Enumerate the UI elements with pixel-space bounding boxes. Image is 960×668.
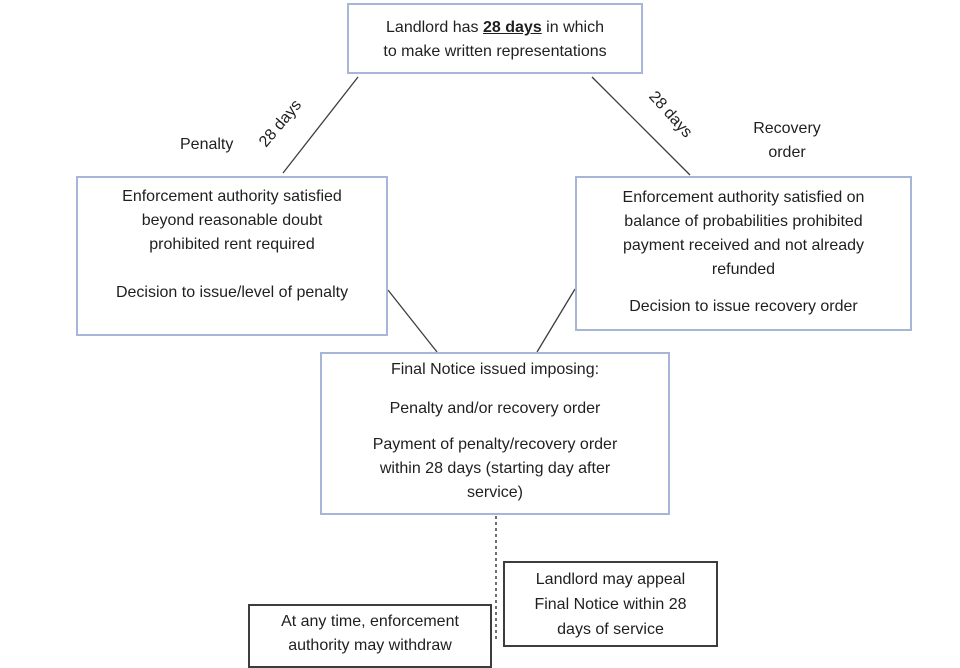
written-representations-box: Landlord has 28 days in which to make wr… bbox=[347, 3, 643, 74]
payment-terms-line: within 28 days (starting day after bbox=[379, 460, 611, 477]
final-notice-box: Final Notice issued imposing: Penalty an… bbox=[320, 352, 670, 515]
appeal-line: days of service bbox=[557, 621, 664, 638]
appeal-line: Final Notice within 28 bbox=[534, 596, 687, 613]
recovery-criteria-line: balance of probabilities prohibited bbox=[624, 213, 863, 230]
connector-penalty-to-final-line bbox=[387, 289, 438, 353]
final-notice-heading: Final Notice issued imposing: bbox=[390, 361, 600, 378]
authority-withdraw-box: At any time, enforcement authority may w… bbox=[248, 604, 492, 668]
penalty-criteria-line: prohibited rent required bbox=[149, 236, 315, 253]
representations-text-before: Landlord has bbox=[386, 19, 483, 36]
final-notice-payment-terms: Payment of penalty/recovery order within… bbox=[322, 433, 668, 505]
penalty-decision-outcome: Decision to issue/level of penalty bbox=[78, 281, 386, 305]
penalty-criteria-line: beyond reasonable doubt bbox=[141, 212, 323, 229]
connector-recovery-to-final-line bbox=[536, 288, 576, 353]
penalty-edge-label: Penalty bbox=[180, 136, 234, 153]
withdraw-line: authority may withdraw bbox=[288, 637, 452, 654]
recovery-criteria-line: refunded bbox=[711, 261, 776, 278]
left-28-days-edge-label: 28 days bbox=[256, 96, 306, 151]
appeal-line: Landlord may appeal bbox=[535, 571, 686, 588]
withdraw-line: At any time, enforcement bbox=[281, 613, 459, 630]
payment-terms-line: Payment of penalty/recovery order bbox=[372, 436, 618, 453]
recovery-decision-outcome: Decision to issue recovery order bbox=[577, 295, 910, 319]
written-representations-line2: to make written representations bbox=[383, 43, 607, 60]
recovery-outcome-line: Decision to issue recovery order bbox=[629, 298, 858, 315]
penalty-decision-criteria: Enforcement authority satisfied beyond r… bbox=[78, 185, 386, 257]
penalty-criteria-line: Enforcement authority satisfied bbox=[122, 188, 342, 205]
landlord-appeal-box: Landlord may appeal Final Notice within … bbox=[503, 561, 718, 647]
penalty-outcome-line: Decision to issue/level of penalty bbox=[115, 284, 349, 301]
recovery-order-edge-label: Recovery order bbox=[753, 120, 821, 161]
recovery-decision-criteria: Enforcement authority satisfied on balan… bbox=[577, 186, 910, 282]
right-28-days-edge-label: 28 days bbox=[645, 88, 696, 142]
final-notice-imposing: Penalty and/or recovery order bbox=[389, 400, 601, 417]
representations-28-days-emphasis: 28 days bbox=[483, 19, 542, 36]
penalty-decision-box: Enforcement authority satisfied beyond r… bbox=[76, 176, 388, 336]
recovery-order-decision-box: Enforcement authority satisfied on balan… bbox=[575, 176, 912, 331]
representations-text-after: in which bbox=[541, 19, 604, 36]
recovery-criteria-line: Enforcement authority satisfied on bbox=[622, 189, 865, 206]
written-representations-line1: Landlord has 28 days in which bbox=[349, 16, 641, 40]
payment-terms-line: service) bbox=[466, 484, 523, 501]
flowchart-canvas: Landlord has 28 days in which to make wr… bbox=[76, 3, 912, 668]
recovery-criteria-line: payment received and not already bbox=[622, 237, 865, 254]
